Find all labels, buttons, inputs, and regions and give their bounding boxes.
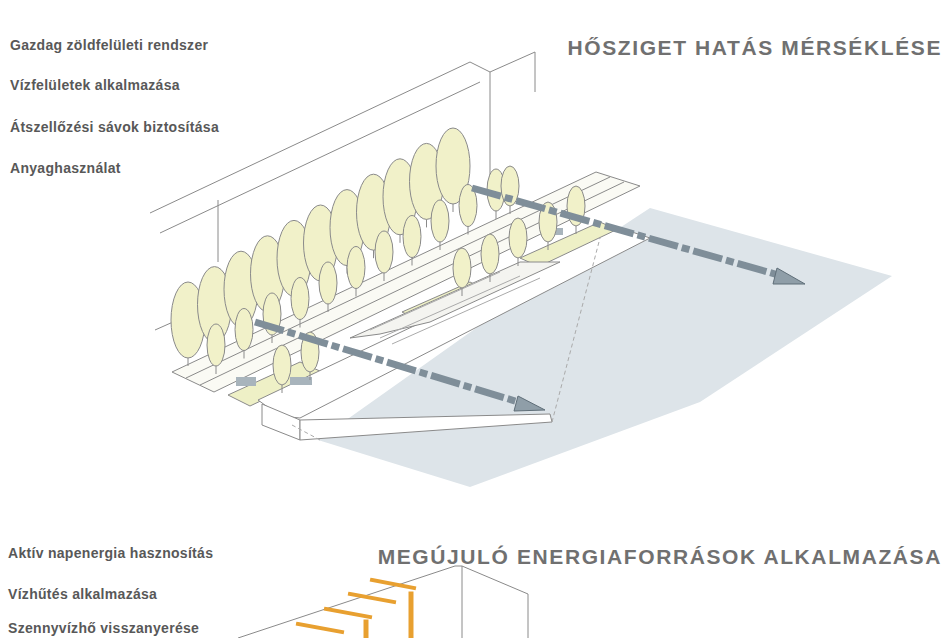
tree <box>509 218 527 266</box>
tree-crown <box>319 262 337 304</box>
water-feature <box>290 377 312 385</box>
trees <box>171 128 585 393</box>
arrow-head <box>773 268 805 284</box>
building-corner <box>218 200 219 262</box>
strategy-item: Aktív napenergia hasznosítás <box>8 545 213 561</box>
strategy-item: Vízhűtés alkalmazása <box>8 586 157 602</box>
tree <box>481 234 499 282</box>
tree-crown <box>509 218 527 258</box>
tree <box>319 262 337 312</box>
tree-crown <box>481 234 499 274</box>
strategy-item: Átszellőzési sávok biztosítása <box>10 119 219 135</box>
tree <box>567 186 585 234</box>
solar-panel <box>372 580 414 588</box>
section-title: MEGÚJULÓ ENERGIAFORRÁSOK ALKALMAZÁSA <box>378 545 942 569</box>
solar-panel <box>298 624 342 632</box>
tree <box>263 293 281 343</box>
tree <box>291 278 309 328</box>
ventilation-arrows <box>255 188 805 411</box>
lower-building <box>238 566 528 638</box>
solar-panels <box>298 580 414 638</box>
ventilation-arrow <box>472 188 782 276</box>
building-outline <box>490 52 535 92</box>
tree <box>501 166 519 214</box>
tree-crown <box>347 247 365 289</box>
section-title: HŐSZIGET HATÁS MÉRSÉKLÉSE <box>568 36 942 60</box>
tree-crown <box>453 248 471 288</box>
embankment <box>262 404 300 440</box>
tree-crown <box>375 231 393 273</box>
tree <box>431 200 449 250</box>
tree <box>453 248 471 296</box>
ventilation-arrow <box>255 322 525 404</box>
building-outline <box>238 566 462 638</box>
solar-panel <box>350 594 394 602</box>
tree <box>235 309 253 359</box>
tree <box>403 216 421 266</box>
tree-crown <box>273 345 291 385</box>
embankment <box>300 414 552 440</box>
arrow-head <box>514 396 545 411</box>
solar-column <box>409 594 414 638</box>
embankment-edge <box>292 238 600 440</box>
tree <box>273 345 291 393</box>
tree-crown <box>207 324 225 366</box>
tree-crown <box>235 309 253 351</box>
strategy-item: Szennyvízhő visszanyerése <box>8 620 199 636</box>
solar-panel <box>326 609 370 617</box>
tree <box>375 231 393 281</box>
promenade-line <box>370 272 540 344</box>
tree-crown <box>403 216 421 258</box>
strategy-item: Anyaghasználat <box>10 160 121 176</box>
tree <box>347 247 365 297</box>
water-feature <box>236 377 256 386</box>
tree-crown <box>431 200 449 242</box>
tree-crown <box>291 278 309 320</box>
strategy-item: Gazdag zöldfelületi rendszer <box>10 37 208 53</box>
strategy-item: Vízfelületek alkalmazása <box>10 77 180 93</box>
solar-column <box>364 622 369 638</box>
tree <box>207 324 225 374</box>
building-outline <box>462 566 528 638</box>
